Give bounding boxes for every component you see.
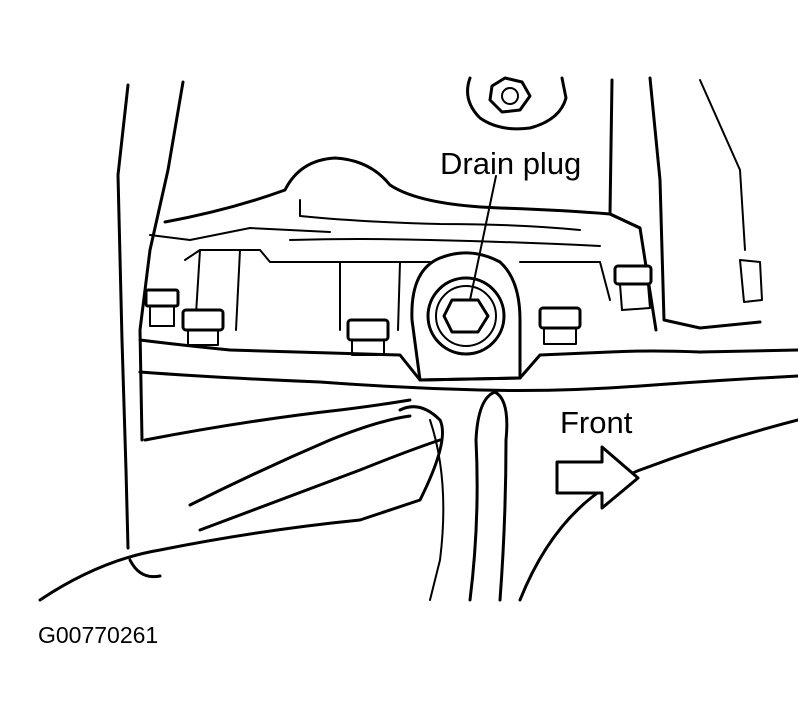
right-frame-bracket	[648, 76, 762, 330]
flange-bolt-4	[538, 306, 582, 345]
oil-pan-upper-shell	[163, 156, 642, 230]
lower-arm-bushing	[128, 558, 162, 579]
housing-block-top	[184, 249, 431, 263]
left-frame-rail-outer	[116, 83, 130, 550]
drain-plug-hex-socket	[442, 298, 490, 334]
figure-code: G00770261	[38, 622, 159, 648]
lower-arm-outline	[38, 405, 444, 602]
flange-bolt-1	[144, 288, 180, 327]
stabilizer-link	[468, 390, 509, 602]
left-frame-rail-inner	[138, 80, 185, 442]
lower-arm-front	[518, 418, 798, 602]
housing-block-right	[519, 261, 611, 301]
oil-pan-flange-bottom	[138, 370, 798, 392]
right-arrow-icon	[555, 445, 640, 510]
lower-crossmember-arm	[188, 414, 412, 507]
oil-pan-seam	[289, 238, 601, 247]
top-hex-nut	[488, 76, 532, 114]
housing-block-ribs	[194, 249, 401, 331]
right-bolt-head	[739, 259, 763, 303]
flange-bolt-3	[346, 318, 390, 356]
drain-plug-head	[435, 285, 497, 347]
top-nut-thread	[501, 87, 519, 105]
flange-bolt-2	[181, 308, 225, 346]
left-crossmember	[149, 227, 331, 241]
lower-crossmember-arm-2	[198, 438, 442, 532]
lower-crossmember-top	[143, 398, 412, 442]
front-direction-callout: Front	[560, 405, 633, 440]
upper-mount-boss	[466, 76, 568, 131]
oil-pan-rib	[299, 199, 581, 231]
drain-plug-leader-line	[469, 175, 497, 301]
flange-bolt-5	[613, 264, 653, 311]
lower-arm-web	[429, 419, 445, 601]
right-frame-edge	[699, 79, 746, 251]
drain-plug-callout: Drain plug	[440, 146, 582, 181]
